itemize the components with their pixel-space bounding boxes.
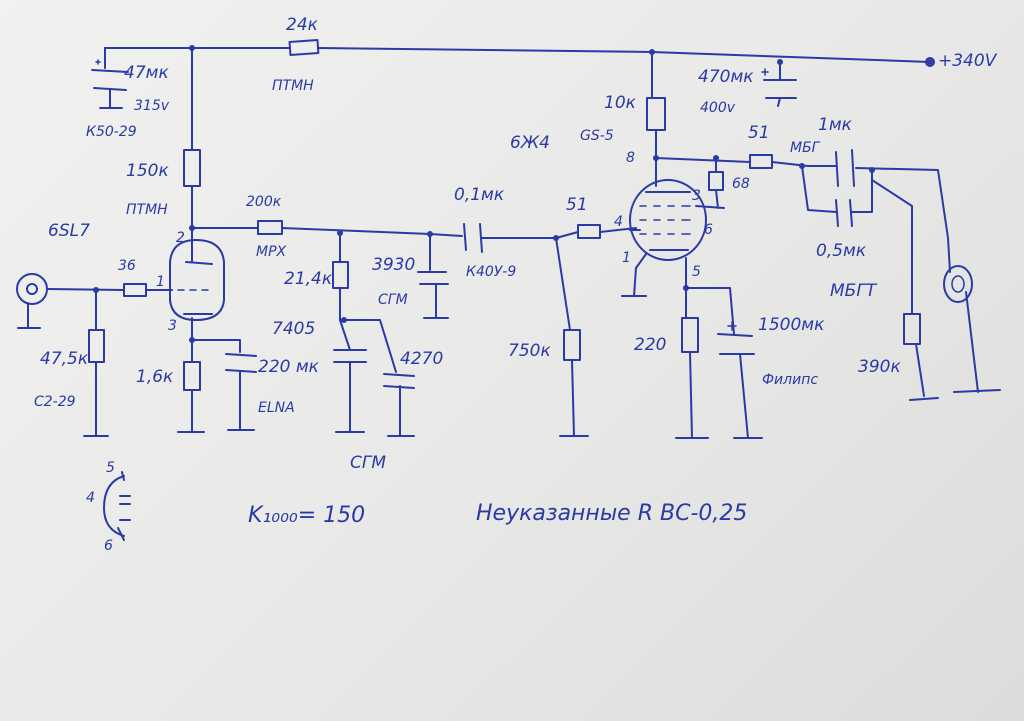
label-r-24k: 24к	[286, 15, 319, 35]
label-r-51-out: 51	[748, 123, 770, 143]
label-c-47: 47мк	[124, 63, 169, 83]
label-c-470-volt: 400v	[700, 100, 736, 116]
label-pin-6: 6	[704, 222, 713, 238]
label-r-150k-type: ПТМН	[126, 202, 168, 218]
label-pin-5: 5	[692, 264, 701, 280]
label-socket-4: 4	[86, 490, 95, 506]
tube-socket	[103, 471, 131, 541]
label-c-0-5-type: МБГТ	[830, 281, 878, 301]
label-r-36: 36	[118, 258, 136, 274]
tube-6sl7	[169, 239, 225, 321]
label-r-220: 220	[634, 335, 666, 355]
resistor-47-5k	[88, 329, 105, 363]
tube-6zh4	[629, 179, 707, 261]
label-c-1500: 1500мк	[758, 315, 825, 335]
label-c-470: 470мк	[698, 67, 754, 87]
label-pin-3: 3	[168, 318, 177, 334]
resistor-220	[681, 317, 699, 353]
label-c-0-1: 0,1мк	[454, 185, 505, 205]
label-r-21-4k: 21,4к	[284, 269, 333, 289]
ground-symbols	[83, 295, 1001, 439]
label-r-51-grid: 51	[566, 195, 588, 215]
resistor-36	[123, 283, 147, 297]
resistor-200k	[257, 220, 283, 235]
wires	[27, 47, 979, 439]
resistor-390k	[903, 313, 921, 345]
resistor-750k	[563, 329, 581, 361]
resistor-51-grid	[577, 224, 601, 239]
label-pin-4: 4	[614, 214, 623, 230]
label-r-200k: 200к	[246, 194, 282, 210]
resistor-21-4k	[332, 261, 349, 289]
label-supply-voltage: +340V	[938, 51, 998, 71]
label-pin-1b: 1	[622, 250, 631, 266]
supply-terminal-icon	[925, 57, 935, 67]
label-r-1-6k: 1,6к	[136, 367, 174, 387]
label-c-47-volt: 315v	[134, 98, 170, 114]
label-pin-3b: 3	[692, 188, 701, 204]
label-tube2-alt: GS-5	[580, 128, 614, 144]
label-gain: K₁₀₀₀= 150	[248, 503, 365, 528]
label-r-750k: 750к	[508, 341, 551, 361]
label-c-1500-type: Филипс	[762, 372, 818, 388]
output-load-icon	[943, 265, 973, 303]
labels: +340V 24к ПТМН 47мк 315v К50-29 150к ПТМ…	[34, 15, 998, 554]
resistor-24k	[288, 39, 320, 56]
label-c-220-type: ELNA	[258, 400, 295, 416]
capacitor-47mk	[91, 59, 129, 109]
label-pin-1: 1	[156, 274, 165, 290]
label-c-220: 220 мк	[258, 357, 320, 377]
label-r-200k-type: МРХ	[256, 244, 287, 260]
resistor-1-6k	[183, 361, 201, 391]
label-c-3930-type: СГМ	[378, 292, 408, 308]
label-r-47-5k: 47,5к	[40, 349, 89, 369]
label-note: Неуказанные R ВС-0,25	[476, 501, 747, 526]
label-c-47-type: К50-29	[86, 124, 137, 140]
label-r-150k: 150к	[126, 161, 169, 181]
label-r-24k-type: ПТМН	[272, 78, 314, 94]
label-c-7405: 7405	[272, 319, 315, 339]
label-c-4270: 4270	[400, 349, 443, 369]
label-pin-8: 8	[626, 150, 635, 166]
label-c-0-5: 0,5мк	[816, 241, 867, 261]
label-tube1: 6SL7	[48, 221, 90, 241]
label-r-390k: 390к	[858, 357, 901, 377]
label-pin-2: 2	[176, 230, 185, 246]
label-c-1mk: 1мк	[818, 115, 853, 135]
resistor-10k	[646, 97, 666, 131]
capacitor-470mk	[761, 68, 797, 99]
label-r-10k: 10к	[604, 93, 637, 113]
capacitor-3930	[417, 271, 449, 285]
label-socket-6: 6	[104, 538, 113, 554]
capacitors	[91, 59, 855, 389]
label-c-3930: 3930	[372, 255, 415, 275]
resistor-68	[708, 171, 724, 191]
label-tube2: 6Ж4	[510, 133, 550, 153]
resistor-150k	[183, 149, 201, 187]
capacitor-4270	[383, 373, 415, 389]
label-c-1mk-type: МБГ	[790, 140, 821, 156]
label-cgm-bottom: СГМ	[350, 453, 386, 473]
label-socket-5: 5	[106, 460, 115, 476]
capacitor-1mk	[835, 149, 855, 187]
label-r-68: 68	[732, 176, 750, 192]
junction-dots	[93, 45, 933, 343]
capacitor-7405	[333, 349, 367, 363]
capacitor-220mk	[225, 353, 257, 373]
label-r-47-5k-type: С2-29	[34, 394, 76, 410]
capacitor-1500mk	[717, 321, 755, 355]
input-jack-icon	[16, 273, 48, 329]
resistor-51-out	[749, 154, 773, 169]
capacitor-0-5mk	[835, 199, 853, 227]
resistors	[88, 39, 921, 391]
label-c-0-1-type: К40У-9	[466, 264, 516, 280]
capacitor-0-1mk	[463, 223, 483, 253]
